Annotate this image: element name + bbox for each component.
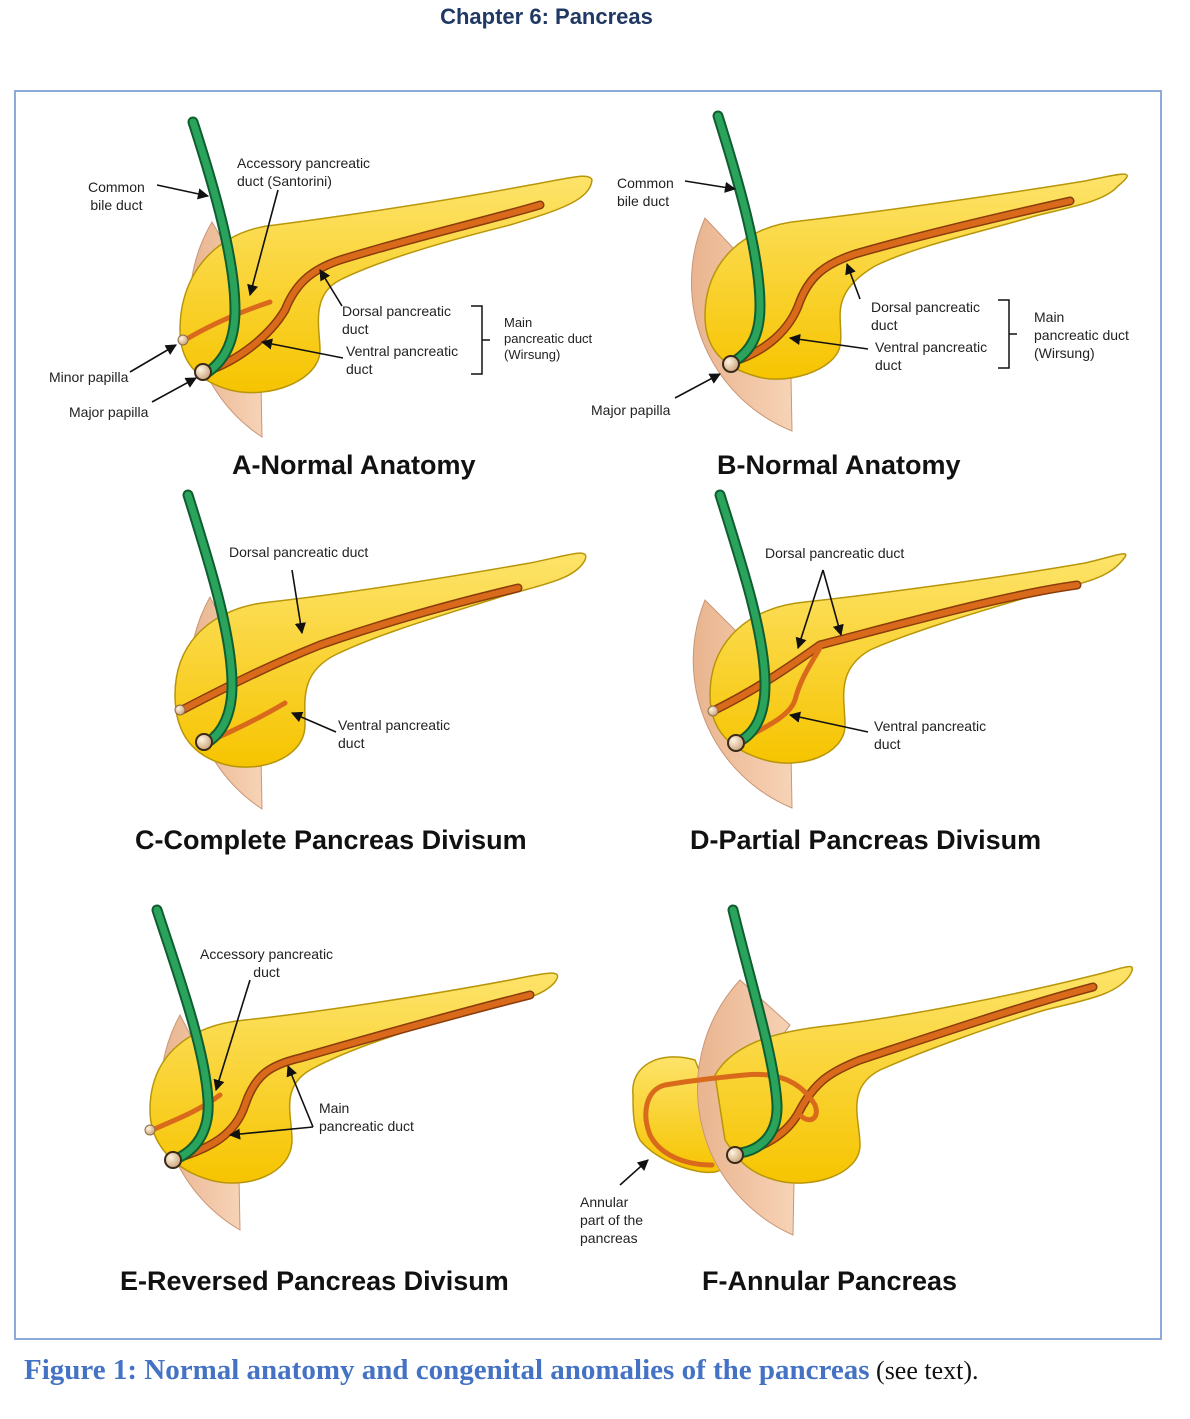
minor-papilla xyxy=(707,705,719,717)
panel-b-diagram xyxy=(674,110,1128,432)
arrow-main-2 xyxy=(286,1064,314,1128)
pancreas xyxy=(714,965,1133,1184)
label-major-papilla: Major papilla xyxy=(591,402,671,418)
panel-c-diagram xyxy=(174,489,587,810)
minor-papilla xyxy=(174,704,186,716)
figure-caption-note: (see text). xyxy=(869,1356,979,1385)
arrow-accessory xyxy=(213,979,251,1092)
arrow-major-papilla xyxy=(151,377,197,403)
major-papilla xyxy=(195,733,213,751)
label-minor-papilla: Minor papilla xyxy=(49,369,129,385)
arrow-minor-papilla xyxy=(129,344,177,373)
label-ventral-duct: Ventral pancreatic duct xyxy=(346,343,459,377)
major-papilla xyxy=(727,734,745,752)
label-main-duct: Main pancreatic duct (Wirsung) xyxy=(504,315,593,362)
label-dorsal-duct: Dorsal pancreatic duct xyxy=(765,545,905,561)
major-papilla xyxy=(726,1146,744,1164)
label-annular-part: Annular part of the pancreas xyxy=(580,1194,644,1246)
panel-f-diagram xyxy=(619,904,1133,1236)
arrow-annular xyxy=(619,1159,649,1186)
arrow-ventral xyxy=(788,711,869,733)
major-papilla xyxy=(722,355,740,373)
panel-d: Dorsal pancreatic duct Ventral pancreati… xyxy=(585,485,1160,885)
arrow-ventral xyxy=(788,333,869,350)
arrow-main-1 xyxy=(228,1126,314,1140)
chapter-header: Chapter 6: Pancreas xyxy=(440,4,653,29)
duct-accessory xyxy=(182,299,273,343)
duct-accessory xyxy=(149,1092,223,1133)
panel-c-title: C-Complete Pancreas Divisum xyxy=(135,825,527,855)
figure-caption-title: Figure 1: Normal anatomy and congenital … xyxy=(24,1354,870,1386)
arrow-dorsal xyxy=(291,569,306,635)
label-accessory-duct: Accessory pancreatic duct xyxy=(200,946,334,980)
label-dorsal-duct: Dorsal pancreatic duct xyxy=(342,303,451,337)
arrow-accessory xyxy=(247,189,279,297)
arrow-dorsal xyxy=(319,269,343,307)
label-ventral-duct: Ventral pancreatic duct xyxy=(338,717,451,751)
figure-caption: Figure 1: Normal anatomy and congenital … xyxy=(24,1354,979,1387)
label-major-papilla: Major papilla xyxy=(69,404,149,420)
pancreas xyxy=(179,175,593,394)
label-accessory-duct: Accessory pancreatic duct (Santorini) xyxy=(237,155,371,189)
arrow-major-papilla xyxy=(674,373,721,399)
label-ventral-duct: Ventral pancreatic duct xyxy=(875,339,988,373)
panel-a-diagram xyxy=(129,116,593,438)
panel-b-title: B-Normal Anatomy xyxy=(717,450,961,480)
arrow-ventral xyxy=(260,338,344,359)
panel-a: Common bile duct Accessory pancreatic du… xyxy=(30,110,605,510)
label-main-duct: Main pancreatic duct (Wirsung) xyxy=(1034,309,1129,361)
pancreas xyxy=(704,173,1128,380)
major-papilla xyxy=(164,1151,182,1169)
duct-ventral-connection xyxy=(737,645,823,744)
label-common-bile-duct: Common bile duct xyxy=(617,175,674,209)
panel-f-title: F-Annular Pancreas xyxy=(702,1266,958,1296)
minor-papilla xyxy=(144,1124,156,1136)
arrow-common-bile-duct xyxy=(684,180,737,193)
duct-annular xyxy=(643,1071,819,1168)
panel-b: Common bile duct Dorsal pancreatic duct … xyxy=(585,106,1160,506)
brace xyxy=(471,305,490,375)
label-dorsal-duct: Dorsal pancreatic duct xyxy=(871,299,980,333)
brace xyxy=(998,299,1017,369)
panel-d-title: D-Partial Pancreas Divisum xyxy=(690,825,1042,855)
panel-d-diagram xyxy=(692,489,1127,809)
label-main-duct: Main pancreatic duct xyxy=(319,1100,414,1134)
label-dorsal-duct: Dorsal pancreatic duct xyxy=(229,544,369,560)
panel-e-title: E-Reversed Pancreas Divisum xyxy=(120,1266,509,1296)
arrow-dorsal-1 xyxy=(795,569,824,650)
arrow-common-bile-duct xyxy=(156,184,210,200)
panel-f: Annular part of the pancreas F-Annular P… xyxy=(580,900,1160,1300)
panel-e-diagram xyxy=(144,904,559,1231)
major-papilla xyxy=(194,363,212,381)
figure-frame xyxy=(14,90,1162,1340)
panel-a-title: A-Normal Anatomy xyxy=(232,450,476,480)
panel-c: Dorsal pancreatic duct Ventral pancreati… xyxy=(30,485,605,885)
panel-e: Accessory pancreatic duct Main pancreati… xyxy=(30,900,605,1300)
arrow-dorsal xyxy=(845,262,861,300)
arrow-ventral xyxy=(290,711,337,733)
arrow-dorsal-2 xyxy=(822,569,844,637)
label-common-bile-duct: Common bile duct xyxy=(88,179,145,213)
label-ventral-duct: Ventral pancreatic duct xyxy=(874,718,987,752)
minor-papilla xyxy=(177,334,189,346)
